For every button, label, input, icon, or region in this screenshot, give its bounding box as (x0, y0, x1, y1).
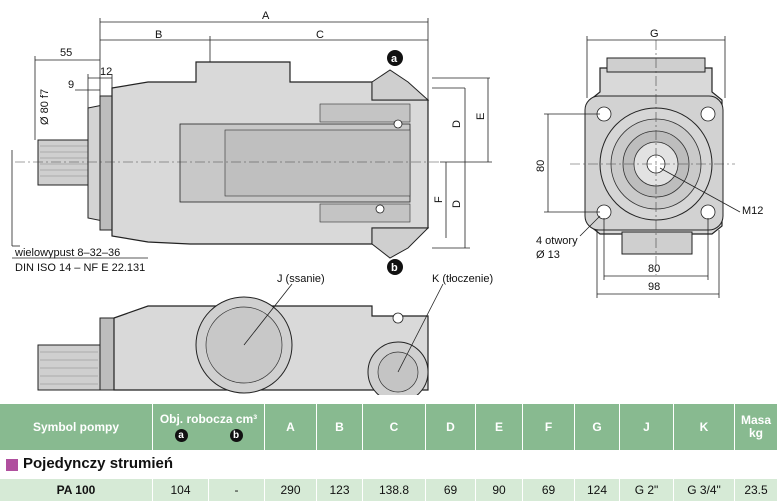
dim-9-label: 9 (68, 79, 74, 91)
header-symbol: Symbol pompy (32, 419, 119, 434)
dim-F-label: F (433, 196, 445, 203)
port-b-marker: b (387, 259, 403, 275)
cell-mass: 23.5 (744, 483, 768, 497)
header-F: F (544, 419, 553, 434)
spline-note-line1: wielowypust 8–32–36 (14, 247, 120, 259)
cell-F: 69 (541, 483, 556, 497)
hole-diameter-label: Ø 13 (536, 249, 560, 261)
cell-A: 290 (280, 483, 301, 497)
dim-12-label: 12 (100, 66, 112, 78)
front-dimensions (544, 36, 726, 298)
table-header: Symbol pompy Obj. robocza cm³ a b A B C … (0, 404, 777, 450)
header-volume-label: Obj. robocza cm³ (159, 411, 258, 426)
cell-J: G 2" (634, 483, 659, 497)
cell-B: 123 (329, 483, 350, 497)
dim-D1-label: D (451, 120, 463, 128)
top-dimensions (34, 18, 429, 140)
technical-drawing: A B C 55 12 9 Ø 80 f7 a b D E F D wielow… (11, 10, 763, 395)
pump-side-view (15, 61, 440, 259)
dim-A-label: A (262, 10, 270, 22)
header-D: D (446, 419, 455, 434)
header-J: J (643, 419, 650, 434)
holes-count-label: 4 otwory (536, 235, 578, 247)
pump-front-view (570, 40, 741, 275)
cell-symbol: PA 100 (56, 483, 96, 497)
spline-note (11, 150, 148, 259)
dim-C-label: C (316, 29, 324, 41)
pump-bottom-view (37, 283, 444, 395)
header-K: K (699, 419, 709, 434)
header-C: C (389, 419, 399, 434)
port-a-marker: a (387, 50, 403, 66)
cell-volume-a: 104 (170, 483, 191, 497)
section-title: Pojedynczy strumień (23, 455, 174, 472)
cell-K: G 3/4" (687, 483, 721, 497)
dim-D2-label: D (451, 200, 463, 208)
header-mass-label: Masa (740, 413, 772, 427)
section-marker-icon (6, 459, 18, 471)
dim-E-label: E (475, 113, 487, 120)
port-K-label: K (tłoczenie) (432, 273, 493, 285)
header-port-b-icon: b (229, 428, 243, 442)
dim-80-horizontal-label: 80 (648, 263, 660, 275)
header-A: A (286, 419, 295, 434)
port-J-label: J (ssanie) (277, 273, 325, 285)
header-mass-unit: kg (748, 426, 763, 440)
dim-G-label: G (650, 28, 659, 40)
header-volume: Obj. robocza cm³ a b (153, 404, 264, 450)
cell-volume-b: - (234, 483, 239, 497)
header-B: B (335, 419, 344, 434)
svg-text:a: a (391, 53, 398, 65)
dim-55-label: 55 (60, 47, 72, 59)
header-port-a-icon: a (174, 428, 188, 442)
table-row: PA 100 104 - 290 123 138.8 69 90 69 124 … (0, 479, 777, 501)
header-E: E (494, 419, 503, 434)
shaft-diameter-label: Ø 80 f7 (39, 89, 51, 125)
section-heading: Pojedynczy strumień (0, 454, 777, 476)
header-G: G (592, 419, 602, 434)
dim-B-label: B (155, 29, 162, 41)
cell-E: 90 (492, 483, 506, 497)
cell-D: 69 (443, 483, 458, 497)
thread-M12-label: M12 (742, 205, 763, 217)
header-mass: Masa kg (735, 404, 777, 450)
cell-C: 138.8 (378, 483, 410, 497)
cell-G: 124 (586, 483, 608, 497)
svg-text:b: b (391, 262, 398, 274)
dim-80-vertical-label: 80 (535, 160, 547, 172)
spline-note-line2: DIN ISO 14 – NF E 22.131 (15, 262, 145, 274)
side-dimensions (432, 77, 492, 249)
dim-98-label: 98 (648, 281, 660, 293)
